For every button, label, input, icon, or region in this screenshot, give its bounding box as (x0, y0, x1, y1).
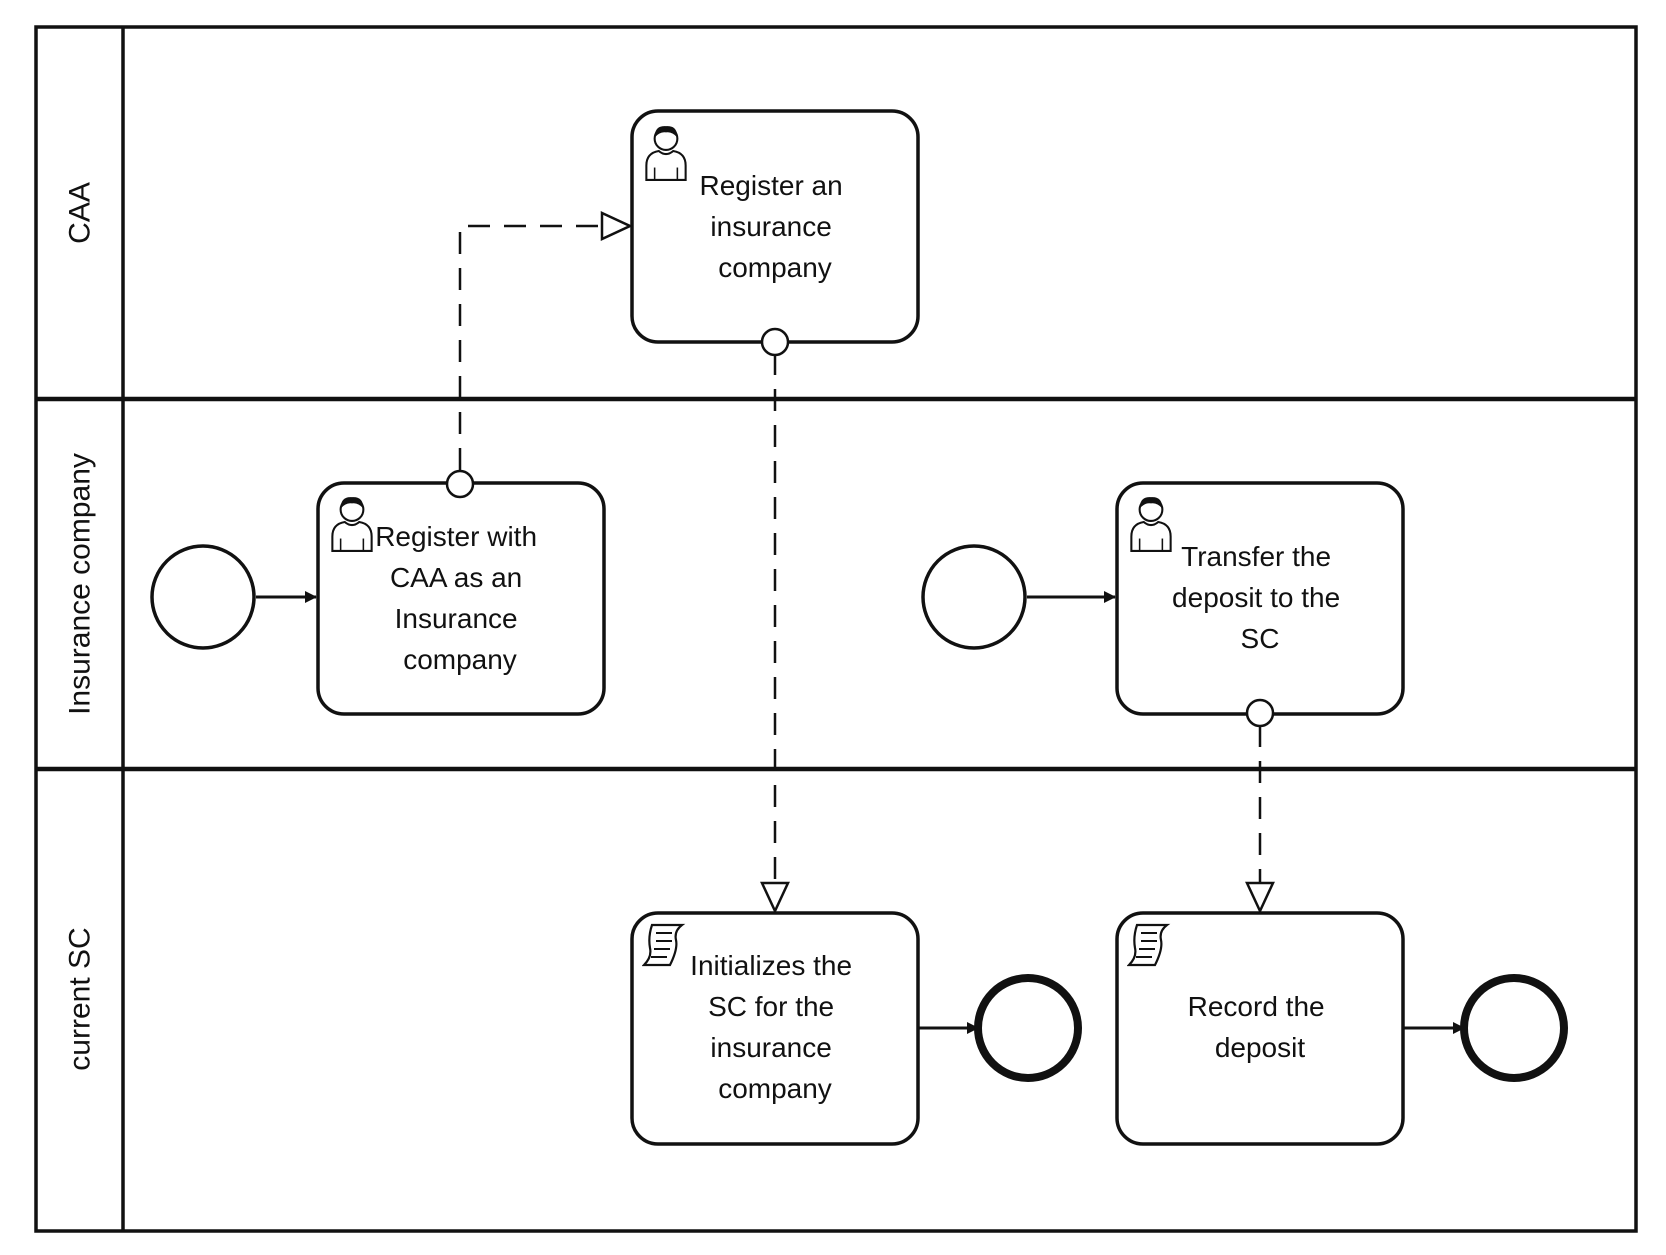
task-box (630, 911, 920, 1146)
message-flow-source-marker (760, 327, 790, 357)
lane-label-sc: current SC (64, 927, 97, 1070)
task-initializes-sc[interactable]: Initializes the SC for the insurance com… (630, 911, 920, 1146)
task-label: Record the deposit (1188, 991, 1333, 1063)
pool-frame (34, 25, 1638, 1233)
task-label: Register with CAA as an Insurance compan… (375, 521, 545, 675)
message-flows (458, 226, 1260, 911)
task-register-insurance-company[interactable]: Register an insurance company (630, 109, 920, 344)
task-transfer-deposit[interactable]: Transfer the deposit to the SC (1115, 481, 1405, 716)
task-record-deposit[interactable]: Record the deposit (1115, 911, 1405, 1146)
end-event[interactable] (1460, 974, 1568, 1082)
lane-label-caa: CAA (64, 182, 97, 244)
end-event[interactable] (974, 974, 1082, 1082)
message-flow-source-marker (445, 469, 475, 499)
start-event[interactable] (921, 544, 1027, 650)
task-register-with-caa[interactable]: Register with CAA as an Insurance compan… (316, 481, 606, 716)
lane-label-insurance: Insurance company (64, 453, 97, 715)
task-label: Register an insurance company (700, 170, 851, 283)
pool (34, 25, 1638, 1233)
task-box (1115, 911, 1405, 1146)
start-event[interactable] (150, 544, 256, 650)
sequence-flows (256, 591, 1465, 1034)
message-flow-register-request (458, 226, 630, 470)
task-label: Transfer the deposit to the SC (1172, 541, 1348, 654)
message-flow-source-marker (1245, 698, 1275, 728)
task-label: Initializes the SC for the insurance com… (690, 950, 860, 1104)
